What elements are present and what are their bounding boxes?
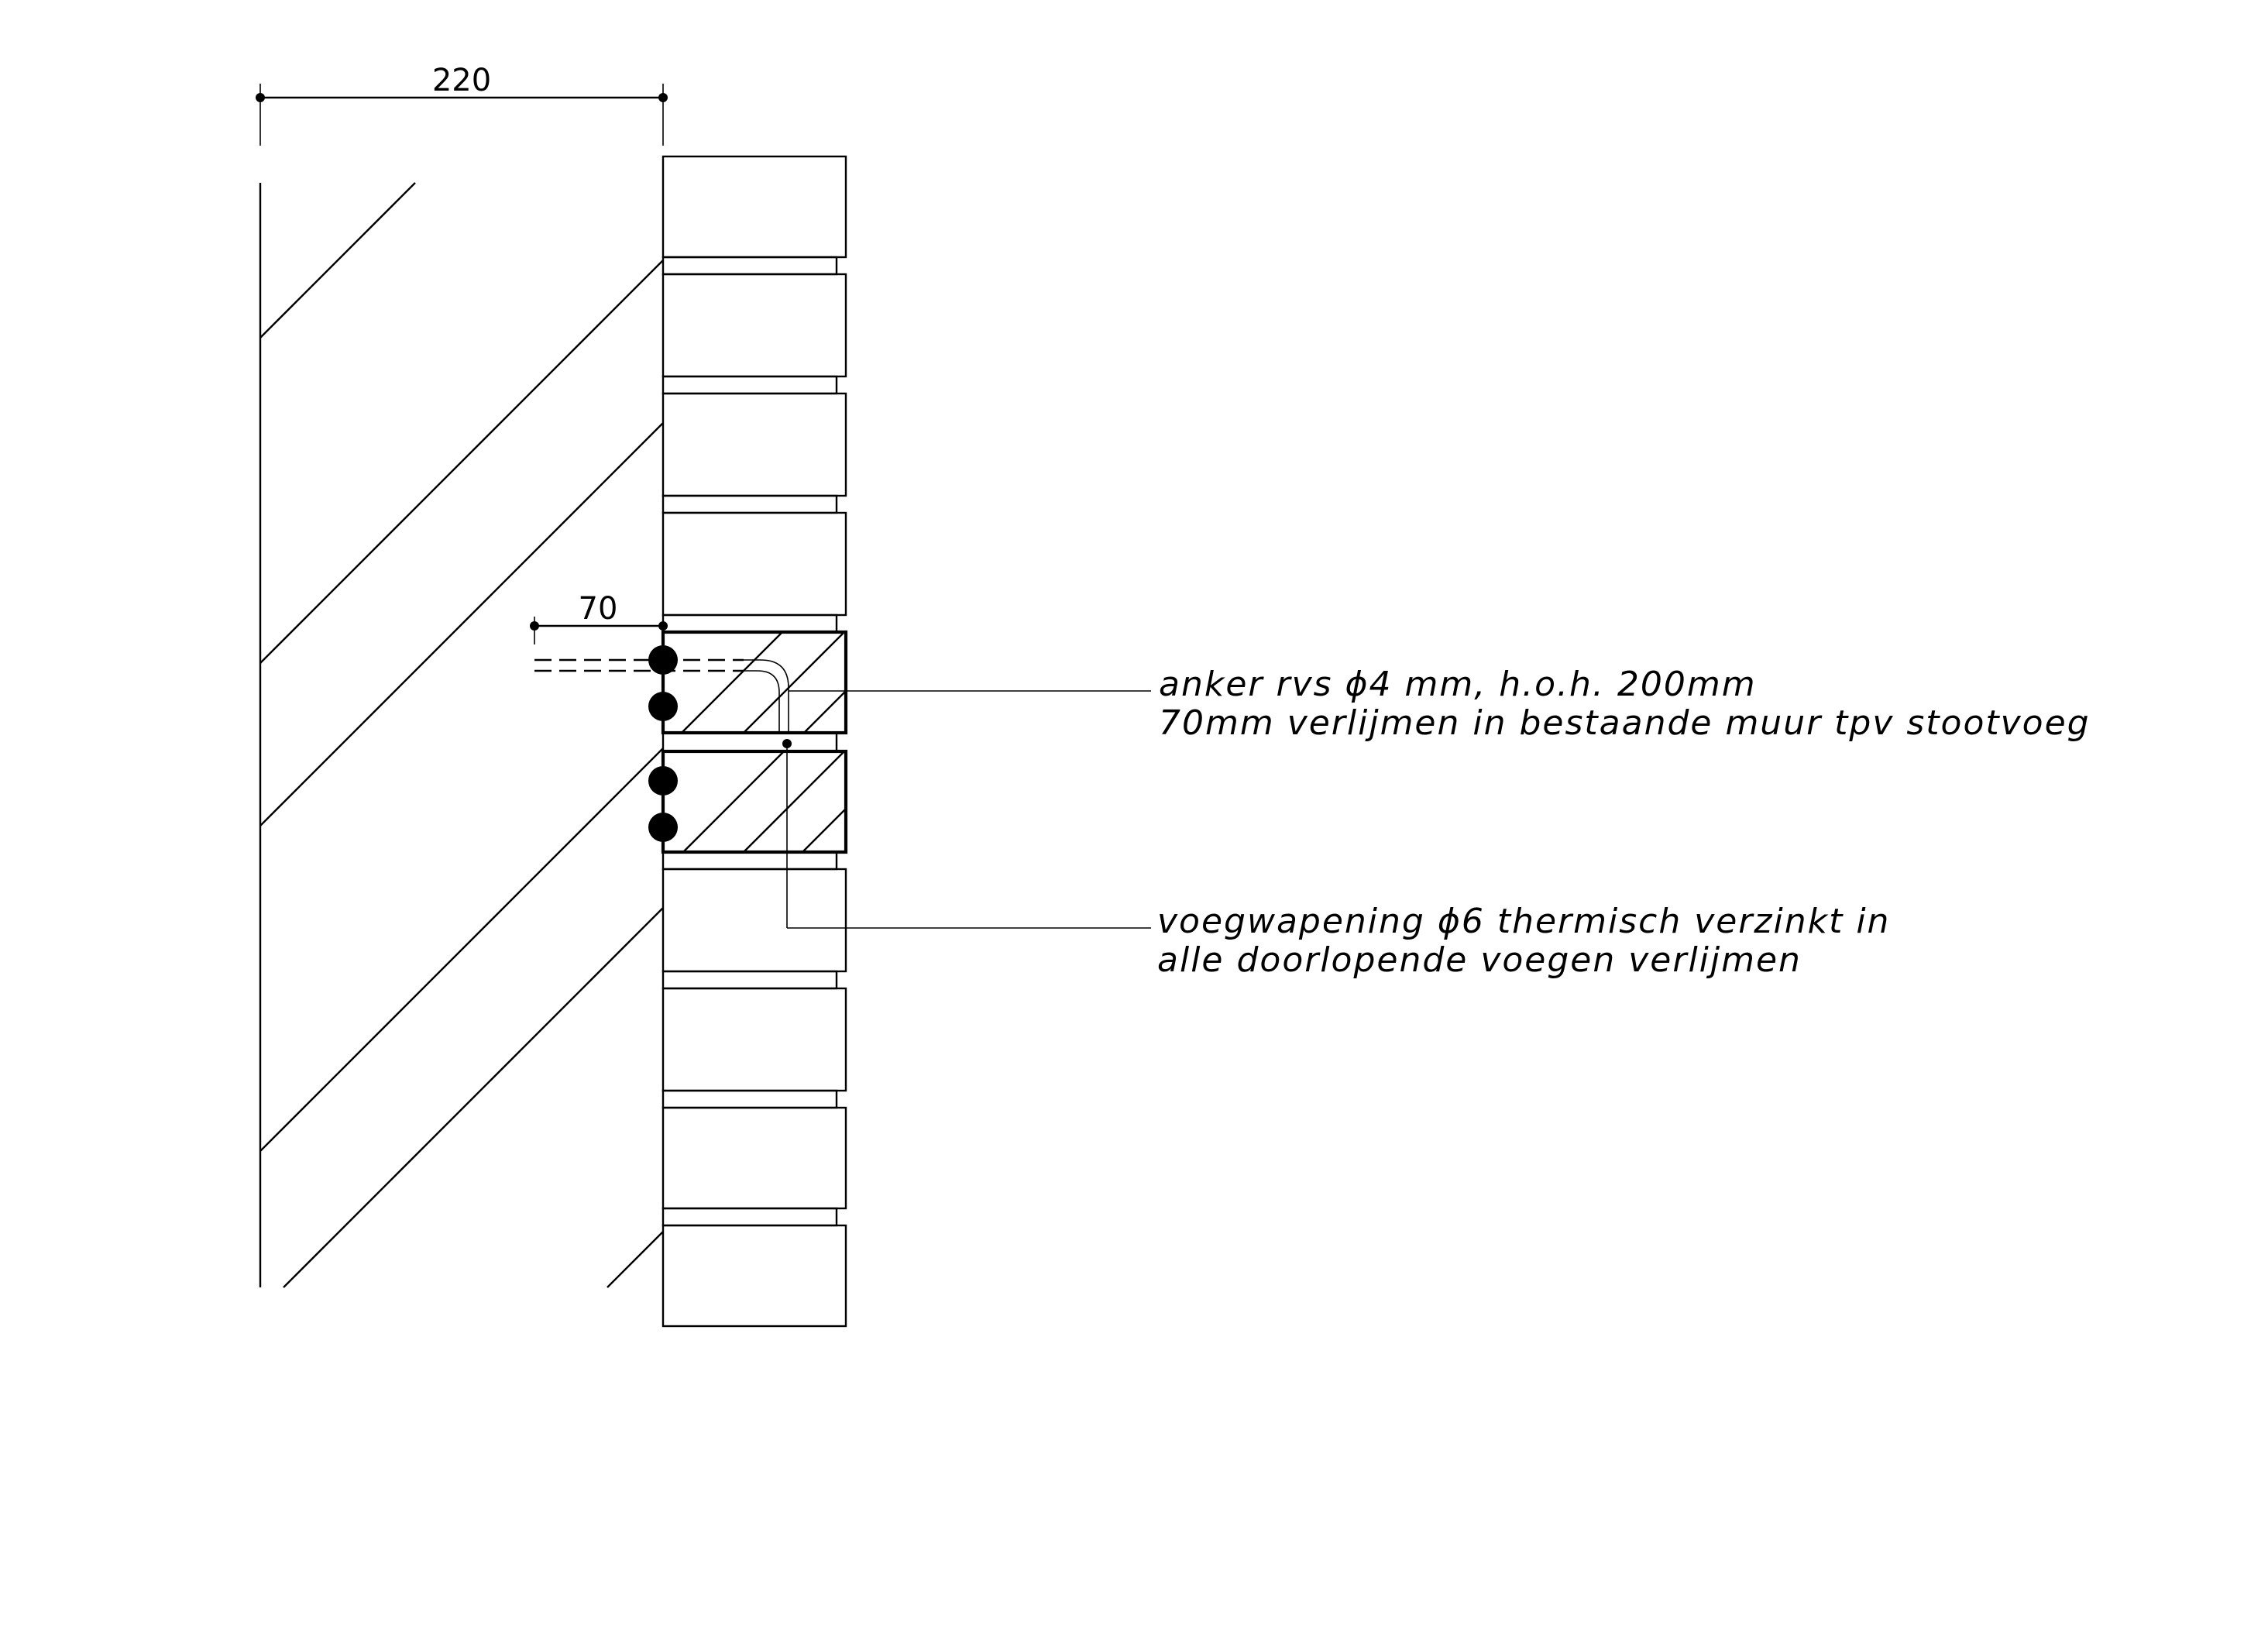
note-anchor-line1: anker rvs ϕ4 mm, h.o.h. 200mm — [1159, 665, 1757, 704]
note-anchor-line2: 70mm verlijmen in bestaande muur tpv sto… — [1159, 703, 2091, 743]
dimension-overall-label: 220 — [432, 63, 491, 98]
existing-wall-section — [259, 182, 664, 1288]
dimension-anchor: 70 — [530, 591, 668, 644]
existing-wall-hatching — [259, 182, 664, 1288]
anchor-bricks — [661, 630, 848, 854]
wall-anchor — [534, 658, 789, 733]
joint-reinforcement — [648, 645, 678, 842]
brick-leaf — [661, 155, 848, 1328]
note-reinforcement-line1: voegwapening ϕ6 thermisch verzinkt in — [1157, 902, 1890, 941]
dimension-overall: 220 — [256, 63, 668, 146]
note-anchor: anker rvs ϕ4 mm, h.o.h. 200mm 70mm verli… — [1159, 665, 2091, 743]
leader-reinforcement — [782, 739, 1151, 929]
note-reinforcement-line2: alle doorlopende voegen verlijmen — [1157, 940, 1802, 980]
dimension-anchor-label: 70 — [579, 591, 618, 627]
note-reinforcement: voegwapening ϕ6 thermisch verzinkt in al… — [1157, 902, 1890, 980]
